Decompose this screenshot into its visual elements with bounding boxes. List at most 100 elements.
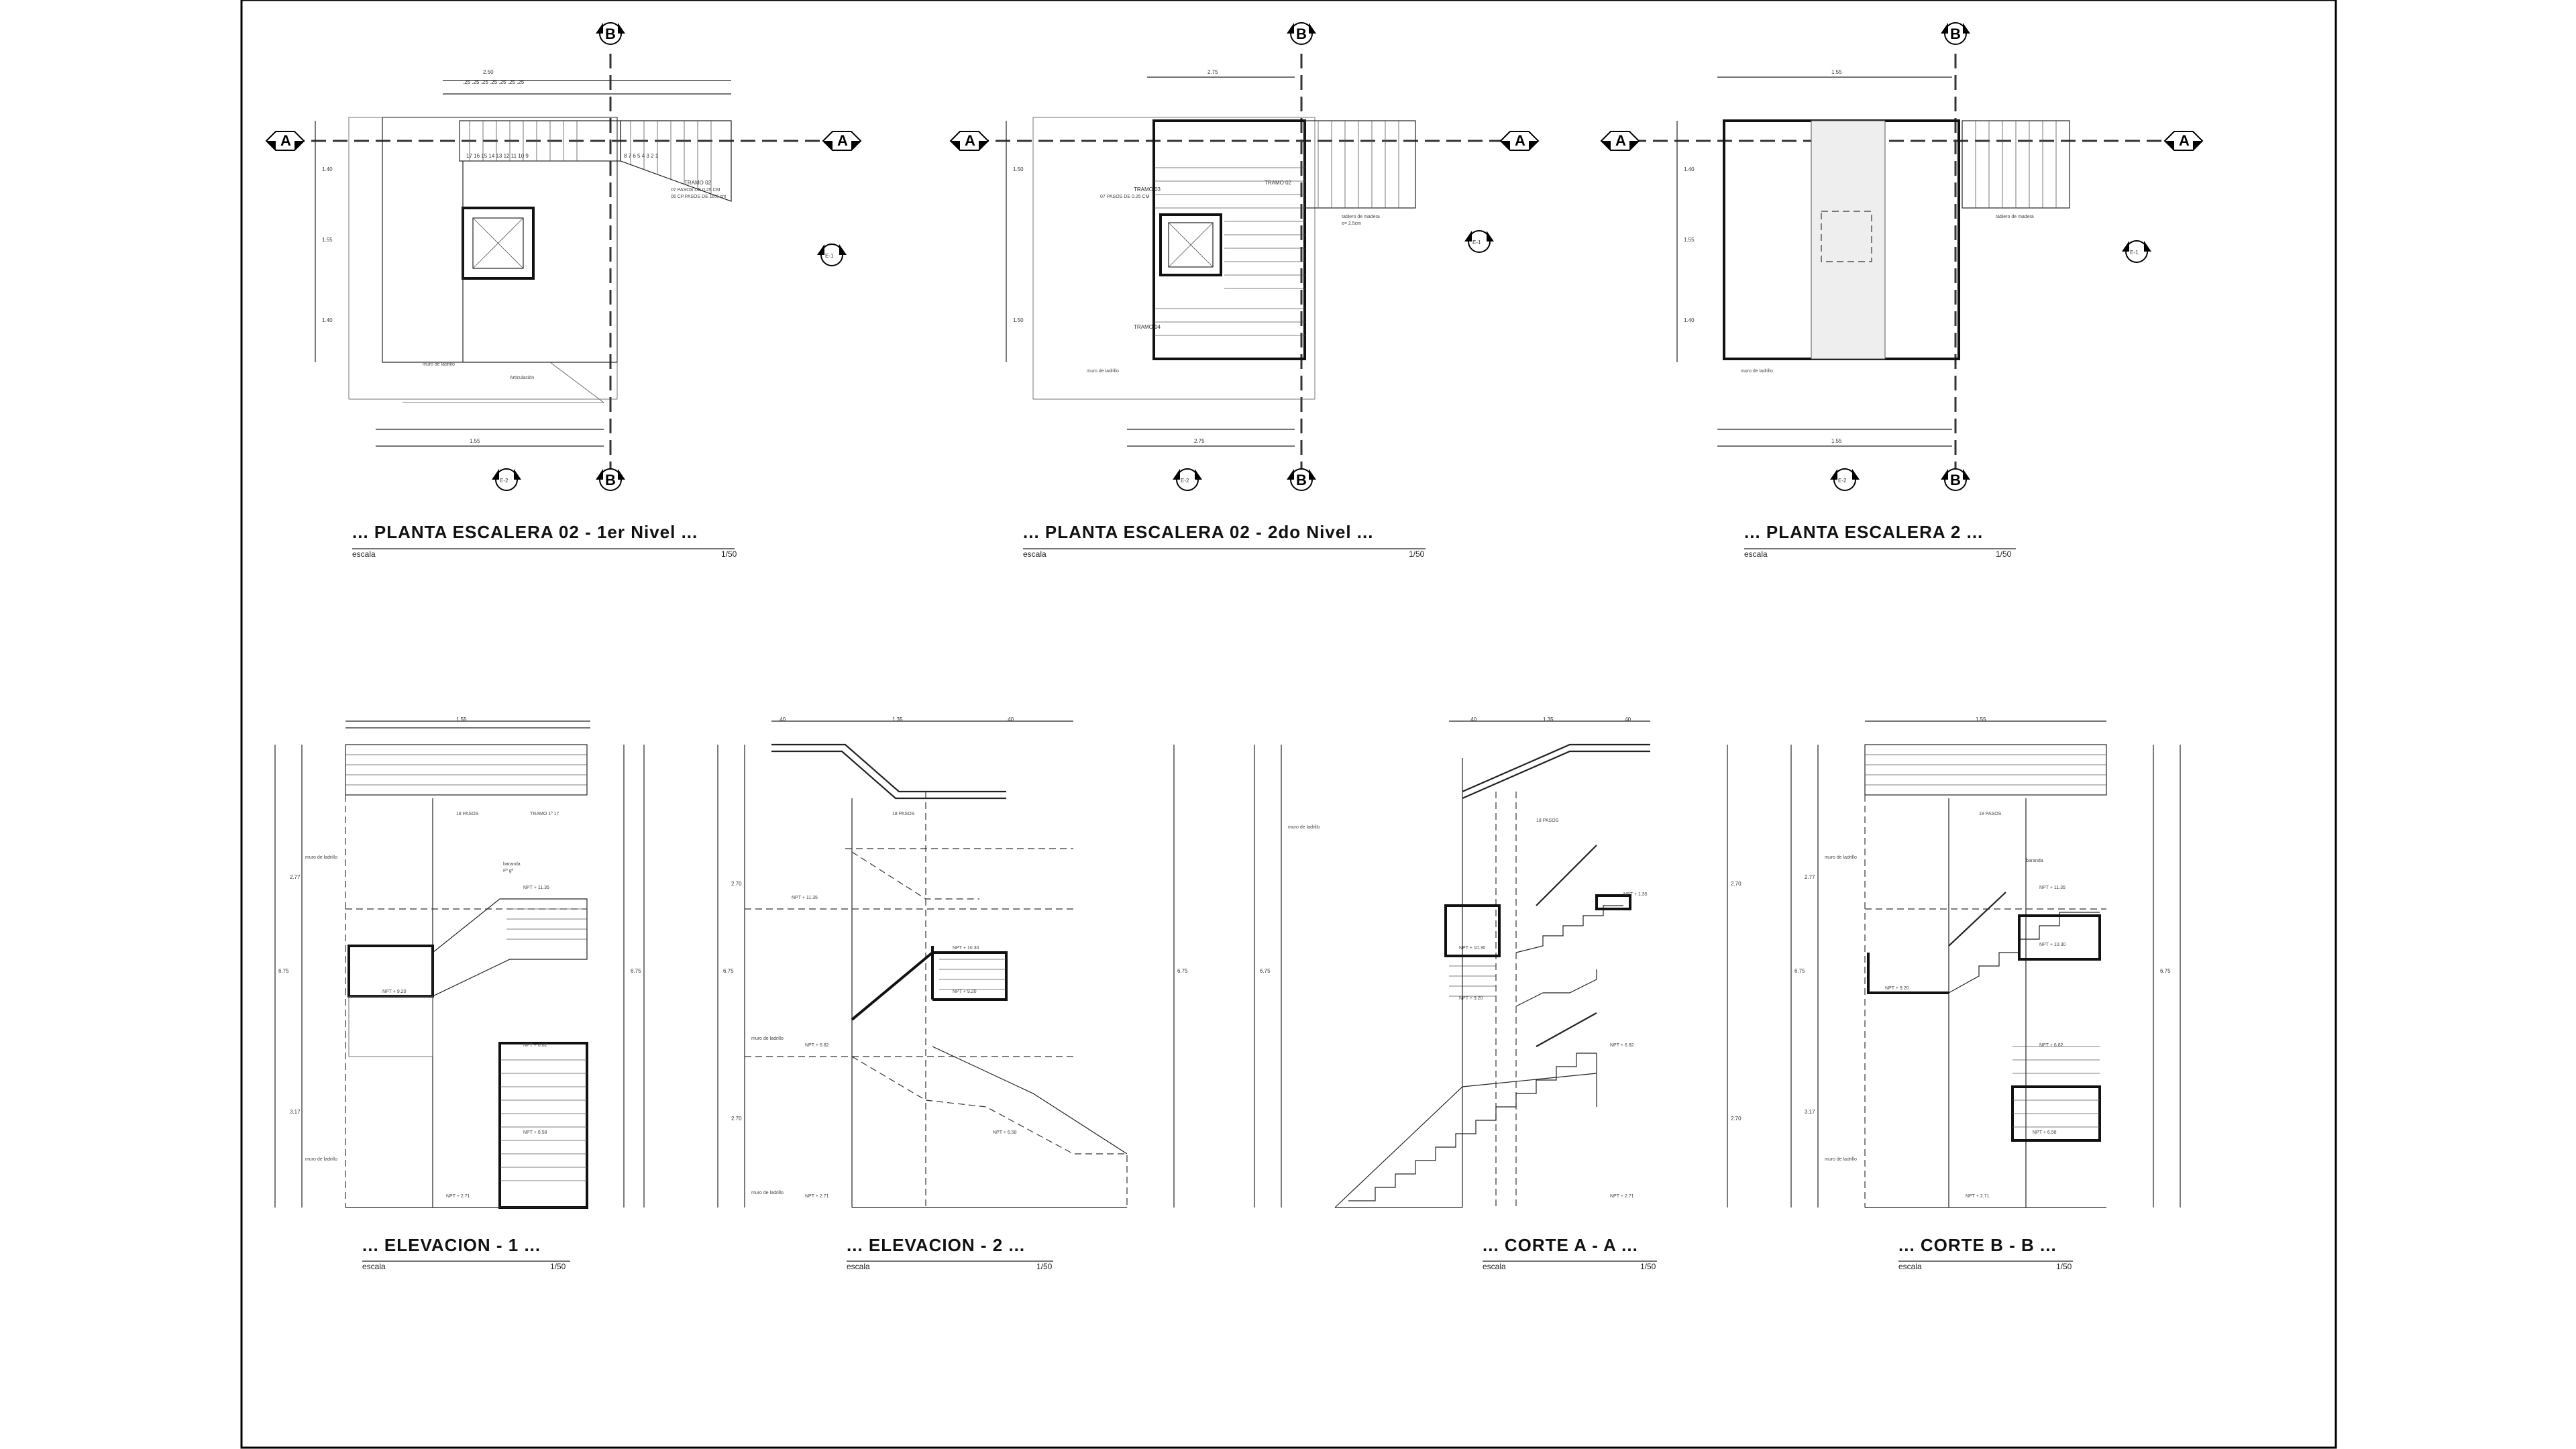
side-dim-3: 1.40 — [322, 317, 333, 323]
side-dim-1: 1.50 — [1013, 166, 1024, 172]
npt-label: NPT + 11.35 — [792, 896, 818, 900]
axis-a-label: A — [2179, 132, 2190, 149]
plan-3-scale-value: 1/50 — [1996, 549, 2012, 559]
bottom-dim: 1.55 — [470, 438, 480, 444]
axis-b-label: B — [1950, 472, 1961, 488]
cut-b-title: ... CORTE B - B ... — [1898, 1235, 2057, 1255]
muro-note: muro de ladrillo — [1825, 855, 1857, 860]
axis-b-label: B — [1296, 472, 1307, 488]
tramo-spec: 07 PASOS DE 0.25 CM — [1100, 195, 1150, 199]
npt-label: NPT + 9.20 — [1885, 986, 1909, 991]
plan-1-scale-value: 1/50 — [721, 549, 737, 559]
board-note: tablero de madera — [1996, 215, 2034, 219]
npt-label: NPT + 2.71 — [446, 1194, 470, 1199]
axis-b-label: B — [605, 25, 616, 42]
dim-total: 6.75 — [1260, 968, 1271, 974]
plan-2-scale-value: 1/50 — [1409, 549, 1425, 559]
dim-lower: 3.17 — [1805, 1109, 1815, 1115]
baranda-note-2: Fº gº — [503, 869, 514, 873]
cut-a-title: ... CORTE A - A ... — [1483, 1235, 1638, 1255]
npt-label: NPT + 2.71 — [1610, 1194, 1634, 1199]
dim-total: 6.75 — [631, 968, 641, 974]
axis-b-label: B — [1296, 25, 1307, 42]
dim-upper: 2.77 — [1805, 874, 1815, 880]
axis-a-label: A — [837, 132, 848, 149]
elev-1-title: ... ELEVACION - 1 ... — [362, 1235, 541, 1255]
step-numbers-2: 8 7 6 5 4 3 2 1 — [624, 153, 659, 159]
dim-upper: 2.70 — [731, 881, 742, 887]
dim-total: 6.75 — [278, 968, 289, 974]
axis-e2-label: E-2 — [1181, 478, 1189, 484]
axis-e2-label: E-2 — [500, 478, 508, 484]
top-dim: 1.35 — [892, 716, 903, 722]
corte-a-a: .40 1.35 .40 6.75 2.70 2.70 NPT + 1.35 N… — [1254, 716, 1741, 1208]
corte-b-b: 1.55 6.75 2.77 3.17 6.75 NPT + 11.35 NPT… — [1790, 716, 2181, 1208]
pasos-note: 18 PASOS — [456, 812, 479, 816]
side-dim-2: 1.55 — [322, 237, 333, 243]
cut-b-scale-label: escala — [1898, 1262, 1922, 1271]
side-dim-3: 1.40 — [1684, 317, 1695, 323]
plan-2-scale-label: escala — [1023, 549, 1046, 559]
tramo-spec: 07 PASOS DE 0.25 CM — [671, 188, 720, 193]
npt-label: NPT + 6.58 — [523, 1130, 547, 1135]
top-dim: .40 — [1006, 716, 1014, 722]
elevacion-1: 1.55 6.75 2.77 3.17 6.75 NPT + 11.35 NPT… — [274, 716, 645, 1209]
plan-2-title: ... PLANTA ESCALERA 02 - 2do Nivel ... — [1023, 522, 1373, 542]
top-dim: .40 — [1469, 716, 1477, 722]
axis-a-label: A — [280, 132, 291, 149]
board-note-2: e= 2.5cm — [1342, 221, 1361, 226]
npt-label: NPT + 1.35 — [1623, 892, 1648, 897]
muro-note: muro de ladrillo — [751, 1036, 784, 1041]
plan-3-scale-label: escala — [1744, 549, 1768, 559]
side-dim-1: 1.40 — [1684, 166, 1695, 172]
pasos-note: 18 PASOS — [1979, 812, 2002, 816]
baranda-note: baranda — [2026, 859, 2043, 863]
axis-a-label: A — [965, 132, 975, 149]
elevacion-2: .40 1.35 .40 6.75 2.70 2.70 6.75 NPT + 1… — [717, 716, 1188, 1208]
top-dim: 2.50 — [483, 69, 494, 75]
wall-note: muro de ladrillo — [1087, 369, 1119, 374]
tramo-02-label: TRAMO 02 — [1265, 180, 1292, 186]
pasos-note: 18 PASOS — [892, 812, 915, 816]
baranda-note: baranda — [503, 862, 521, 867]
plan-1-title: ... PLANTA ESCALERA 02 - 1er Nivel ... — [352, 522, 698, 542]
npt-label: NPT + 9.20 — [953, 989, 977, 994]
bottom-dim: 2.75 — [1194, 438, 1205, 444]
muro-note: muro de ladrillo — [305, 855, 337, 860]
step-run-dims: .25 .25 .25 .25 .25 .25 .25 — [463, 79, 525, 85]
plan-escalera-2: 1.55 1.40 1.55 1.40 1.55 muro de ladrill… — [1601, 22, 2203, 491]
plan-2do-nivel: 2.75 TRAMO 03 TRAMO 02 TRAMO 04 07 PASOS… — [950, 22, 1539, 491]
axis-b-label: B — [605, 472, 616, 488]
elev-1-scale-label: escala — [362, 1262, 386, 1271]
elev-2-title: ... ELEVACION - 2 ... — [847, 1235, 1025, 1255]
cut-a-scale-label: escala — [1483, 1262, 1506, 1271]
sheet-border — [240, 0, 2337, 1449]
muro-note: muro de ladrillo — [305, 1157, 337, 1162]
npt-label: NPT + 2.71 — [1966, 1194, 1990, 1199]
top-dim: 2.75 — [1208, 69, 1218, 75]
tramo-label: TRAMO 02 — [684, 180, 712, 186]
npt-label: NPT + 11.35 — [2039, 885, 2065, 890]
board-note: tablero de madera — [1342, 215, 1380, 219]
axis-a-label: A — [1615, 132, 1626, 149]
npt-label: NPT + 6.58 — [2033, 1130, 2057, 1135]
dim-total: 6.75 — [1794, 968, 1805, 974]
axis-e1-label: E-1 — [2130, 250, 2139, 256]
axis-a-label: A — [1515, 132, 1525, 149]
npt-label: NPT + 2.71 — [805, 1194, 829, 1199]
muro-note: muro de ladrillo — [1288, 825, 1320, 830]
npt-label: NPT + 6.58 — [993, 1130, 1017, 1135]
npt-label: NPT + 10.30 — [953, 946, 979, 951]
tramo-04-label: TRAMO 04 — [1134, 324, 1161, 330]
side-dim-1: 1.40 — [322, 166, 333, 172]
axis-e1-label: E-1 — [1472, 239, 1481, 246]
npt-label: NPT + 6.82 — [1610, 1043, 1634, 1048]
npt-label: NPT + 9.20 — [1459, 996, 1483, 1001]
elev-2-scale-label: escala — [847, 1262, 870, 1271]
dim-upper: 2.70 — [1731, 881, 1741, 887]
npt-label: NPT + 10.30 — [2039, 943, 2065, 947]
tramo-note: TRAMO 1º 17 — [530, 812, 559, 816]
npt-label: NPT + 6.82 — [2039, 1043, 2063, 1048]
top-dim: 1.55 — [1976, 716, 1986, 722]
wall-note-2: Articulación — [510, 376, 534, 380]
